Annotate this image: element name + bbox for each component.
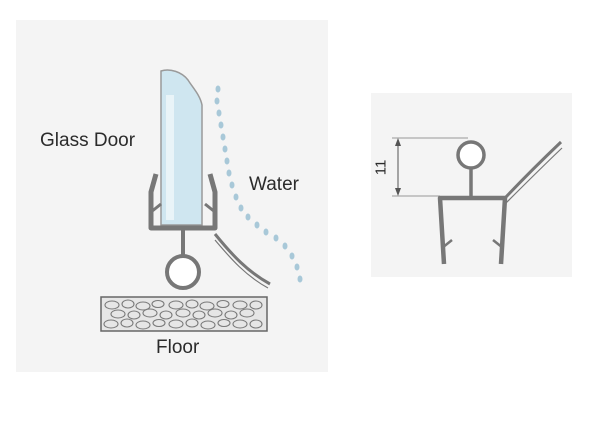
glass-highlight <box>166 95 174 220</box>
profile-bulb <box>456 140 486 170</box>
dimension-arrow-bottom <box>395 188 401 196</box>
seal-inner-grip-left <box>150 202 162 214</box>
seal-flap <box>213 233 271 286</box>
label-water: Water <box>249 174 299 195</box>
profile-flap <box>503 140 563 200</box>
label-floor: Floor <box>156 337 200 358</box>
profile-u-channel <box>437 195 508 265</box>
profile-grip-right <box>492 239 504 249</box>
label-dimension: 11 <box>372 159 390 176</box>
floor-slab <box>100 296 268 332</box>
seal-bulb <box>165 254 201 290</box>
seal-inner-grip-right <box>204 202 216 214</box>
profile-grip-left <box>441 239 453 249</box>
seal-flap-inner <box>214 239 269 289</box>
label-glass-door: Glass Door <box>40 130 136 151</box>
dimension-arrow-top <box>395 138 401 146</box>
water-drops <box>214 85 303 283</box>
floor-pebbles <box>103 299 263 330</box>
profile-flap-inner <box>504 147 563 205</box>
